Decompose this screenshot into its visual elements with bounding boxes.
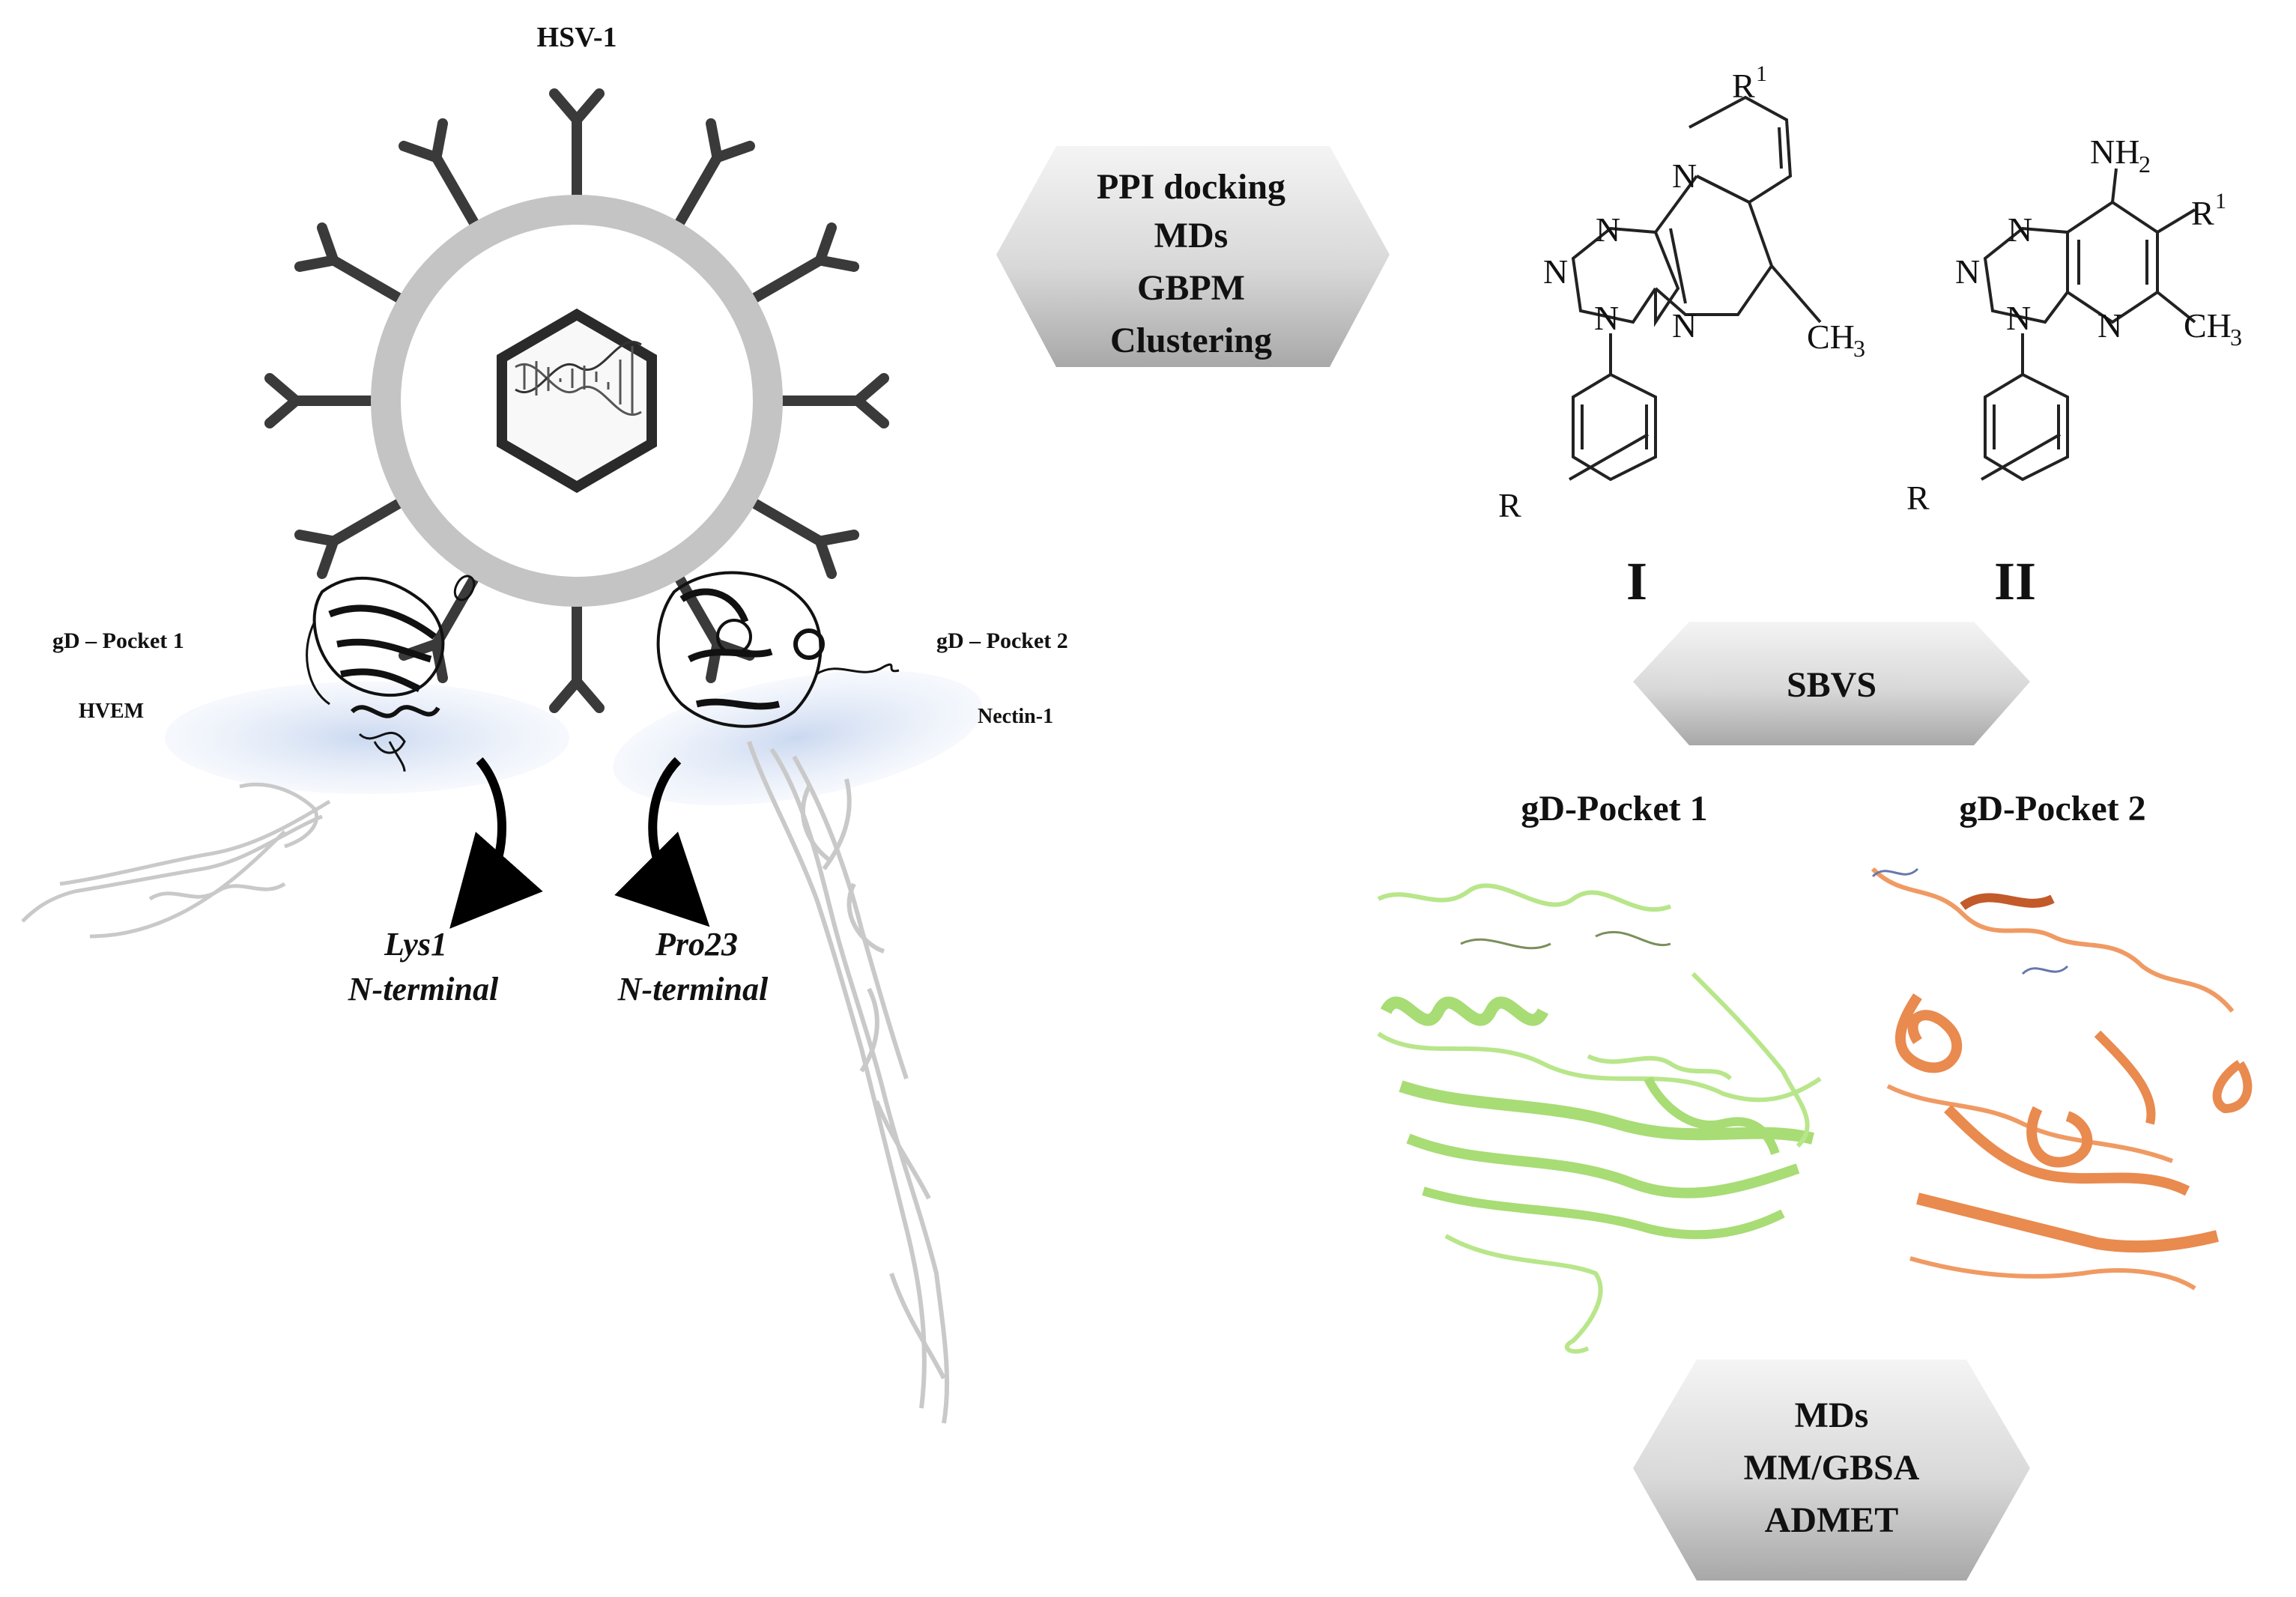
scaffold-II — [1981, 168, 2196, 482]
virus-spike — [750, 498, 860, 579]
scaffoldI-n1: N — [1596, 210, 1620, 249]
step3-line-1: MDs — [1795, 1396, 1869, 1435]
scaffoldII-nh2: NH — [2090, 133, 2139, 171]
gd-protein-left — [306, 575, 476, 772]
nectin-receptor-chain — [747, 741, 950, 1424]
virus-spikes — [264, 88, 889, 713]
scaffoldII-r1-sup: 1 — [2215, 189, 2226, 213]
scaffoldI-r1-sup: 1 — [1756, 61, 1767, 86]
virus-spike — [399, 118, 479, 228]
protein-green-structure — [1377, 883, 1822, 1354]
virus-spike — [674, 118, 755, 228]
hvem-receptor-chain — [21, 782, 331, 939]
scaffold-I-label: I — [1626, 551, 1647, 611]
scaffold-I-atoms: R 1 N N N N N CH 3 R — [1498, 61, 1865, 524]
step1-line-1: PPI docking — [1097, 167, 1285, 207]
protein-left-title: gD-Pocket 1 — [1521, 789, 1707, 828]
scaffoldII-n3: N — [2006, 299, 2031, 337]
lys1-label: Lys1 — [384, 926, 447, 963]
scaffoldII-nh2-sub: 2 — [2139, 151, 2151, 178]
virus-spike — [294, 498, 404, 579]
scaffold-II-label: II — [1994, 551, 2036, 611]
hvem-label: HVEM — [79, 700, 144, 723]
lys1-terminal-label: N-terminal — [348, 971, 499, 1007]
scaffoldI-n3: N — [1594, 299, 1619, 337]
step1-hexagon: PPI docking MDs GBPM Clustering — [996, 146, 1390, 367]
virus-particle: HSV-1 — [264, 22, 889, 713]
scaffoldI-n2: N — [1543, 252, 1568, 291]
step2-hexagon: SBVS — [1633, 622, 2030, 745]
step3-hexagon: MDs MM/GBSA ADMET — [1633, 1360, 2030, 1581]
step3-line-2: MM/GBSA — [1744, 1448, 1920, 1488]
scaffoldII-ch3-sub: 3 — [2230, 324, 2242, 351]
pro23-label: Pro23 — [655, 926, 738, 963]
scaffoldII-r1: R — [2191, 194, 2214, 232]
protein-right-title: gD-Pocket 2 — [1959, 789, 2145, 828]
step2-line-1: SBVS — [1787, 665, 1877, 705]
scaffoldI-r: R — [1498, 486, 1521, 524]
virus-spike — [549, 88, 605, 200]
virus-envelope — [371, 195, 783, 607]
virus-spike — [294, 222, 404, 303]
pocket2-label: gD – Pocket 2 — [936, 628, 1068, 653]
pro23-terminal-label: N-terminal — [617, 971, 769, 1007]
virus-spike — [778, 373, 889, 428]
virus-title: HSV-1 — [537, 22, 617, 53]
nectin-label: Nectin-1 — [978, 705, 1053, 728]
scaffoldI-ch3-sub: 3 — [1853, 335, 1865, 362]
step1-line-2: MDs — [1154, 216, 1229, 255]
gd-protein-right — [656, 571, 900, 728]
scaffoldII-r: R — [1906, 479, 1930, 517]
protein-orange-structure — [1871, 867, 2253, 1291]
dna-helix-icon — [515, 341, 642, 416]
scaffold-II-atoms: NH 2 R 1 N N N N CH 3 R — [1906, 133, 2242, 517]
scaffoldI-npy2: N — [1672, 306, 1697, 345]
scaffoldII-ch3: CH — [2184, 306, 2232, 345]
capsid-hexagon — [497, 308, 657, 494]
scaffoldII-n2: N — [1955, 252, 1980, 291]
step3-line-3: ADMET — [1765, 1500, 1899, 1540]
scaffoldI-npy: N — [1672, 157, 1697, 195]
step1-line-4: Clustering — [1110, 321, 1272, 360]
scaffold-I — [1569, 95, 1822, 482]
arrow-pro23 — [614, 757, 710, 927]
step1-line-3: GBPM — [1137, 268, 1245, 308]
virus-spike — [750, 222, 860, 303]
scaffoldI-r1: R — [1732, 67, 1755, 105]
pocket1-label: gD – Pocket 1 — [52, 628, 184, 653]
scaffoldII-n1: N — [2008, 210, 2032, 249]
scaffoldII-npy: N — [2097, 306, 2122, 345]
virus-spike — [549, 601, 605, 713]
scaffoldI-ch3: CH — [1807, 318, 1855, 356]
arrow-lys1 — [449, 757, 543, 929]
virus-spike — [264, 373, 376, 428]
